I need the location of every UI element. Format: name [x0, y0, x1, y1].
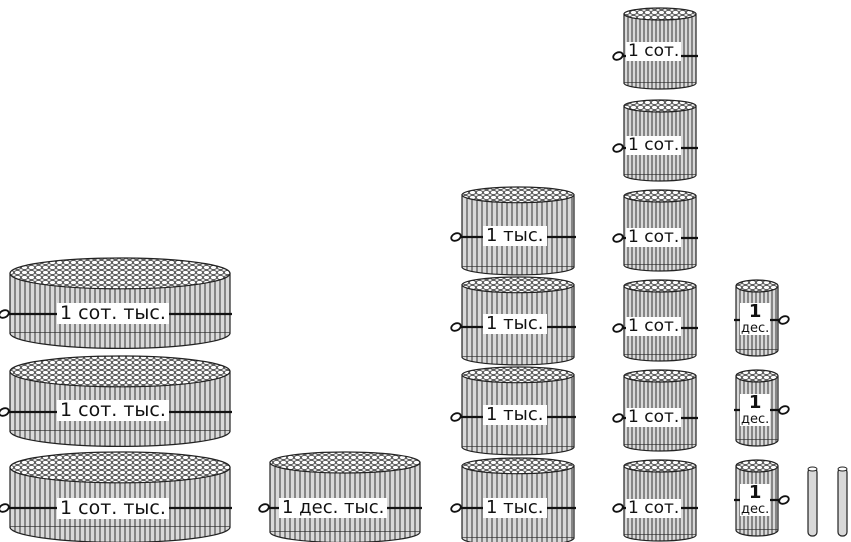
- label-hundred-2: 1 сот.: [626, 135, 682, 155]
- label-hundred-thousand-3: 1 сот. тыс.: [57, 498, 169, 519]
- label-thousand-3: 1 тыс.: [483, 405, 547, 425]
- bundle-hundred-thousand-1: [0, 257, 232, 349]
- label-thousand-4: 1 тыс.: [483, 498, 547, 518]
- label-ten-thousand: 1 дес. тыс.: [279, 498, 388, 518]
- label-hundred-4: 1 сот.: [626, 316, 682, 336]
- label-hundred-1: 1 сот.: [626, 41, 682, 61]
- single-stick-1: [807, 466, 818, 537]
- label-ten-3: 1 дес.: [740, 482, 771, 517]
- label-hundred-6: 1 сот.: [626, 498, 682, 518]
- label-hundred-thousand-2: 1 сот. тыс.: [57, 400, 169, 421]
- label-hundred-5: 1 сот.: [626, 407, 682, 427]
- bundle-thousand-2: [450, 276, 576, 366]
- bundle-thousand-4: [450, 457, 576, 542]
- label-thousand-1: 1 тыс.: [483, 226, 547, 246]
- single-stick-2: [837, 466, 848, 537]
- label-ten-1-number: 1: [748, 301, 762, 322]
- label-ten-1: 1 дес.: [740, 301, 771, 336]
- label-ten-1-unit: дес.: [741, 320, 770, 336]
- label-hundred-thousand-1: 1 сот. тыс.: [57, 303, 169, 324]
- label-hundred-3: 1 сот.: [626, 227, 682, 247]
- label-thousand-2: 1 тыс.: [483, 314, 547, 334]
- label-ten-2-number: 1: [748, 392, 762, 413]
- label-ten-3-number: 1: [748, 482, 762, 503]
- label-ten-2-unit: дес.: [741, 411, 770, 427]
- label-ten-3-unit: дес.: [741, 501, 770, 517]
- label-ten-2: 1 дес.: [740, 392, 771, 427]
